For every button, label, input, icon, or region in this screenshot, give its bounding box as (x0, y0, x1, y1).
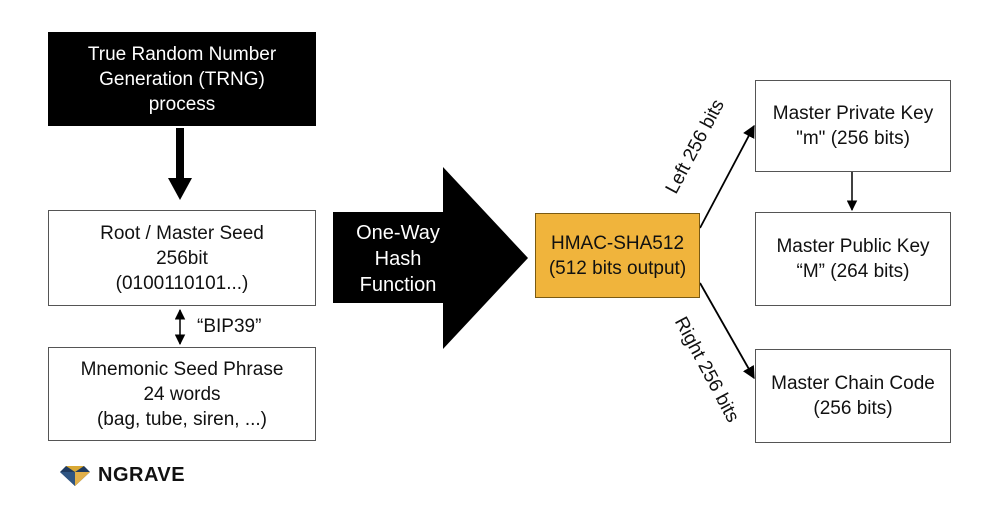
master-public-key-box: Master Public Key “M” (264 bits) (755, 212, 951, 306)
bip39-label: “BIP39” (197, 316, 262, 337)
root-seed-box: Root / Master Seed 256bit (0100110101...… (48, 210, 316, 306)
seed-line-3: (0100110101...) (115, 272, 249, 294)
hash-line-2: Hash (374, 248, 422, 270)
hash-function-label: One-Way Hash Function (336, 220, 460, 298)
trng-line-3: process (148, 93, 216, 115)
hmac-sha512-box: HMAC-SHA512 (512 bits output) (535, 213, 700, 298)
trng-box: True Random Number Generation (TRNG) pro… (48, 32, 316, 126)
private-key-line-2: "m" (256 bits) (796, 128, 910, 149)
chain-code-line-2: (256 bits) (813, 398, 893, 419)
master-private-key-box: Master Private Key "m" (256 bits) (755, 80, 951, 172)
hash-line-1: One-Way (356, 222, 440, 244)
public-key-line-1: Master Public Key (776, 236, 930, 257)
mnemonic-line-3: (bag, tube, siren, ...) (96, 408, 268, 430)
ngrave-logo-text: NGRAVE (98, 464, 186, 486)
master-chain-code-box: Master Chain Code (256 bits) (755, 349, 951, 443)
hash-line-3: Function (359, 274, 437, 296)
mnemonic-box: Mnemonic Seed Phrase 24 words (bag, tube… (48, 347, 316, 441)
trng-line-1: True Random Number (87, 43, 277, 65)
seed-line-2: 256bit (156, 247, 208, 269)
trng-to-seed-arrow (168, 128, 192, 200)
trng-line-2: Generation (TRNG) (99, 68, 265, 90)
ngrave-logo: NGRAVE (60, 464, 185, 487)
chain-code-line-1: Master Chain Code (771, 373, 935, 394)
hmac-line-1: HMAC-SHA512 (550, 232, 685, 254)
seed-line-1: Root / Master Seed (100, 222, 264, 244)
hmac-line-2: (512 bits output) (548, 257, 687, 279)
mnemonic-line-2: 24 words (143, 383, 221, 405)
right-bits-arrow (699, 282, 755, 380)
public-key-line-2: “M” (264 bits) (796, 261, 910, 282)
private-key-line-1: Master Private Key (772, 103, 934, 124)
mnemonic-line-1: Mnemonic Seed Phrase (80, 358, 284, 380)
ngrave-diamond-icon (60, 465, 90, 486)
hash-function-arrow (333, 167, 528, 349)
left-bits-arrow (699, 124, 755, 229)
